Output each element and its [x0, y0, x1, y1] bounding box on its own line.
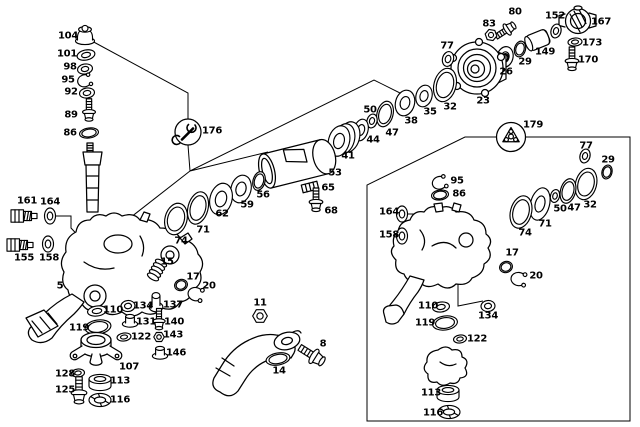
inset-part-95-snap-ring — [430, 173, 450, 192]
part-149-sleeve — [522, 27, 552, 53]
inset-part-113-bearing — [436, 384, 460, 403]
part-80-bolt — [491, 18, 519, 43]
inset-part-110-washer — [432, 301, 450, 313]
part-35-washer — [413, 83, 434, 108]
inset-part-77-ring — [578, 148, 591, 164]
part-158-seal-ring — [43, 236, 54, 252]
part-170-bolt — [564, 46, 580, 72]
part-113-bearing — [88, 373, 112, 392]
part-146-plug — [151, 345, 169, 360]
inset-part-86-seal — [431, 189, 449, 201]
inset-part-134-seal — [481, 300, 496, 312]
center-steering-arm — [212, 330, 302, 397]
part-89-screw — [81, 98, 97, 122]
inset-box-border — [366, 136, 631, 422]
valve-cover — [558, 5, 597, 35]
part-92-washer — [79, 87, 95, 99]
part-86-seal — [79, 127, 99, 140]
part-116-seal — [88, 392, 112, 408]
leader-lines-main — [56, 39, 405, 303]
inset-part-122-washer — [453, 334, 467, 344]
part-101-washer — [76, 48, 96, 62]
steering-gear-housing — [60, 142, 204, 317]
part-161-fitting — [10, 209, 38, 223]
inset-part-29-ring — [600, 164, 613, 180]
inset-part-20-snap-ring — [509, 269, 529, 288]
part-179-flange — [495, 121, 527, 153]
part-98-washer — [77, 63, 94, 75]
part-107-hub — [69, 331, 123, 366]
part-47-oring — [374, 99, 396, 128]
inset-part-116-seal — [437, 404, 461, 420]
part-68-screw — [308, 187, 324, 213]
part-38-seal — [392, 88, 417, 118]
part-71-oring — [184, 189, 212, 226]
part-11-nut — [252, 309, 268, 323]
part-164-seal-ring — [45, 208, 56, 224]
part-23-end-cover — [448, 37, 507, 98]
inset-part-119-oring — [432, 314, 459, 331]
part-8-bolt — [294, 339, 329, 371]
part-53-piston — [257, 138, 337, 189]
inset-part-158-seal-ring — [397, 228, 408, 244]
inset-part-17-ring — [498, 260, 514, 275]
part-131-cap — [121, 313, 139, 328]
wrench-icon — [171, 118, 202, 146]
part-122-washer — [117, 332, 132, 342]
inset-gear-housing — [382, 202, 492, 325]
part-125-bolt — [70, 376, 88, 405]
part-104-cap-nut — [74, 24, 96, 46]
part-143-nut — [153, 332, 165, 342]
part-95-snap-ring — [75, 71, 94, 90]
inset-bracket — [423, 346, 468, 386]
part-173-washer — [568, 37, 583, 46]
pitman-arm — [25, 293, 85, 344]
part-155-fitting — [6, 238, 34, 252]
part-83-nut — [483, 28, 499, 42]
inset-part-164-seal-ring — [397, 206, 408, 222]
inset-part-50-washer — [549, 189, 561, 204]
